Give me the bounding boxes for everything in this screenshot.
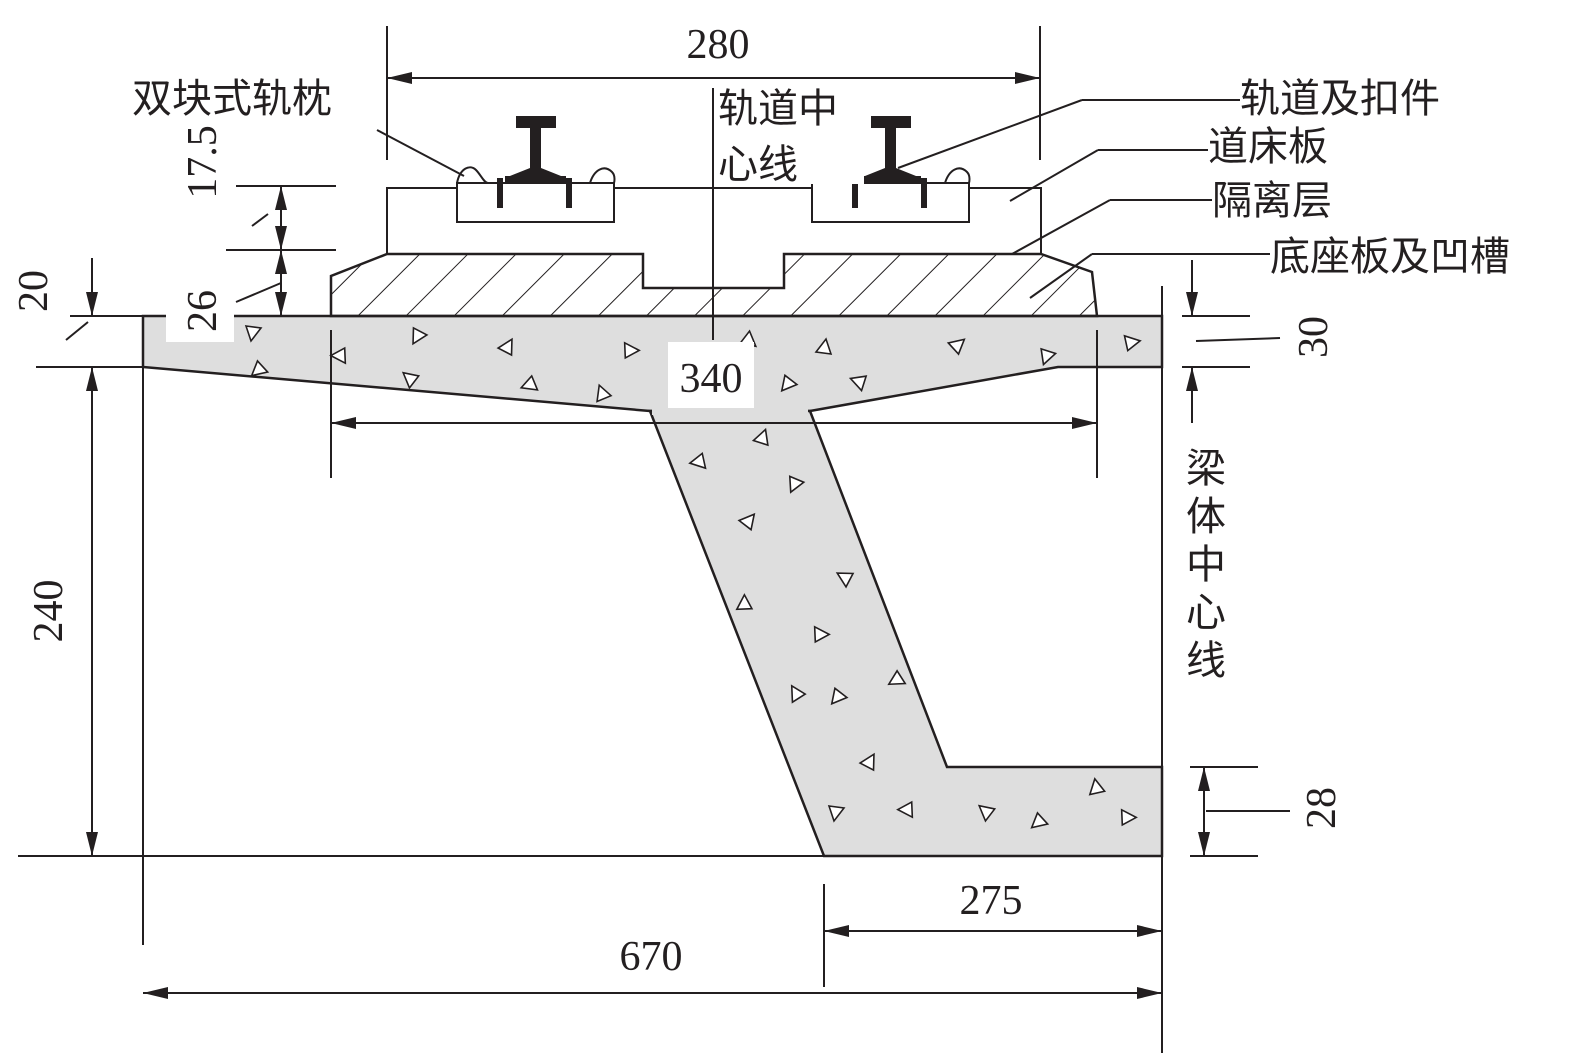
sleeper-right [811,166,971,223]
dim-280: 280 [687,22,750,68]
dim-28: 28 [1299,787,1345,829]
aggregate-mark [780,373,799,393]
aggregate-mark [250,359,270,377]
aggregate-mark [623,341,641,360]
rail-right [852,116,927,208]
aggregate-mark [827,805,846,823]
web-joint [652,405,808,415]
aggregate-mark [790,684,807,704]
beam-center-char: 中 [1186,542,1226,588]
aggregate-mark [896,800,914,819]
dimension-lines [18,26,1290,1053]
aggregate-mark [735,593,754,611]
aggregate-mark [596,383,613,403]
aggregate-mark [1123,334,1142,353]
beam-center-char: 体 [1186,494,1226,540]
aggregate-mark [496,337,513,357]
dim-240: 240 [26,580,72,643]
dim-26: 26 [180,290,226,332]
aggregate-mark [858,752,875,772]
aggregate-mark [835,572,855,589]
aggregate-mark [688,451,707,470]
dim-340: 340 [680,356,743,402]
aggregate-mark [329,346,347,365]
aggregate-mark [401,371,421,390]
beam-center-char: 线 [1186,638,1226,684]
aggregate-mark [848,375,868,393]
label-track-slab: 道床板 [1208,124,1328,170]
aggregate-mark [814,337,833,355]
aggregate-mark [244,325,263,343]
label-beam-centerline: 梁 体 中 心 线 [1186,446,1226,684]
aggregate-mark [946,338,966,356]
beam-body [141,314,1164,858]
dim-275: 275 [960,878,1023,924]
concrete-aggregate-texture [244,325,1142,829]
base-plate [329,252,1099,318]
track-center-label-bg [712,88,864,184]
rail-left [497,116,572,208]
beam-center-char: 梁 [1186,446,1226,492]
label-rail-fastener: 轨道及扣件 [1240,76,1440,122]
leader-lines [376,99,1270,299]
inclined-web [648,409,1164,858]
dim-670: 670 [620,934,683,980]
aggregate-mark [412,326,429,346]
dim-30: 30 [1291,316,1337,358]
aggregate-mark [887,669,907,686]
dim-17-5: 17.5 [180,125,226,199]
aggregate-mark [830,686,849,706]
aggregate-mark [519,374,539,391]
aggregate-mark [1120,808,1138,827]
top-flange [141,314,1164,413]
label-track-center-line1: 轨道中 [718,86,838,132]
aggregate-mark [751,427,769,447]
label-sleeper: 双块式轨枕 [132,76,332,122]
sleeper-left [456,166,616,223]
aggregate-mark [1088,777,1107,796]
dim-26-bg [166,284,234,342]
aggregate-mark [1040,347,1058,367]
beam-center-char: 心 [1186,590,1226,636]
aggregate-mark [737,512,756,532]
aggregate-mark [1030,811,1050,829]
aggregate-mark [977,804,997,823]
dim-340-bg [668,342,754,408]
label-base-plate: 底座板及凹槽 [1270,234,1510,280]
aggregate-mark [813,625,831,644]
label-isolation-layer: 隔离层 [1212,178,1332,224]
label-track-center-line2: 心线 [718,142,798,188]
dim-20: 20 [11,270,57,312]
aggregate-mark [788,475,806,494]
